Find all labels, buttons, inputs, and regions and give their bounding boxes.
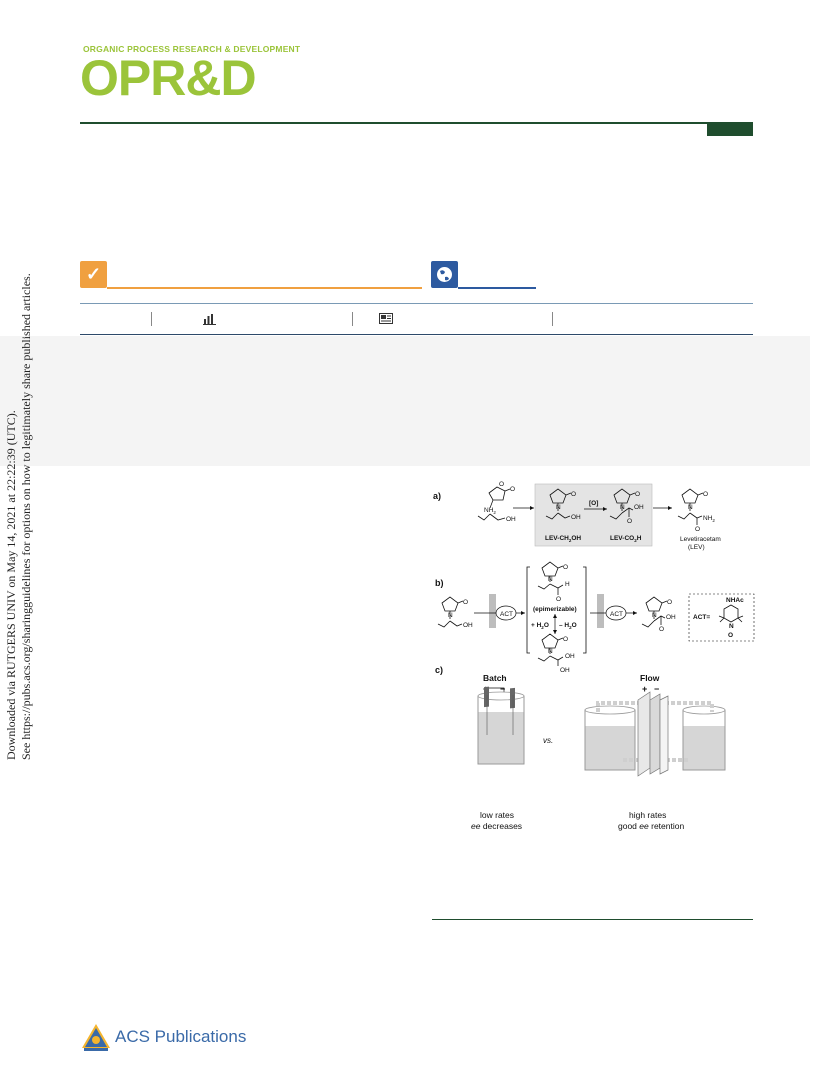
svg-text:N: N (448, 612, 453, 619)
metrics-top-rule (80, 303, 753, 304)
act-definition-box (688, 593, 755, 642)
download-notice-line2: See https://pubs.acs.org/sharingguidelin… (19, 273, 33, 760)
metrics-divider (151, 312, 152, 326)
lev-co2h-label: LEV-CO2H (610, 535, 642, 543)
metrics-divider (552, 312, 553, 326)
svg-text:N: N (729, 623, 734, 630)
metrics-icon[interactable] (203, 313, 216, 328)
svg-text:+: + (642, 684, 647, 694)
svg-text:N: N (548, 576, 553, 583)
acid-structure (641, 596, 668, 628)
figure-caption-rule (432, 919, 753, 920)
sm-oh: OH (506, 516, 516, 523)
flow-line2: good ee retention (618, 821, 684, 831)
panel-b-label: b) (435, 578, 444, 588)
download-notice-line1: Downloaded via RUTGERS UNIV on May 14, 2… (4, 410, 18, 760)
flow-title: Flow (640, 673, 660, 683)
batch-line2: ee decreases (471, 821, 522, 831)
tempo-structure (718, 604, 744, 623)
svg-text:O: O (563, 636, 568, 643)
svg-text:O: O (728, 632, 733, 639)
lev-ch2oh-label: LEV-CH2OH (545, 535, 581, 543)
header-rule (80, 122, 753, 124)
levetiracetam-structure (677, 488, 704, 525)
svg-text:O: O (463, 599, 468, 606)
flow-line1: high rates (629, 810, 666, 820)
scheme-figure: a) O O NH2 OH N O OH LEV-CH2OH [O] N O O… (430, 478, 760, 848)
lev-co2h-structure (609, 488, 636, 520)
svg-text:O: O (499, 481, 504, 488)
vs-label: vs. (543, 736, 553, 745)
sm-nh2: NH2 (484, 507, 496, 515)
levetiracetam-abbr: (LEV) (688, 544, 705, 551)
global-access-bar (458, 287, 536, 289)
svg-text:+ H2O: + H2O (531, 622, 549, 630)
open-access-check-icon[interactable]: ✓ (80, 261, 107, 288)
alcohol-structure (437, 596, 464, 628)
svg-text:OH: OH (463, 622, 473, 629)
acs-logo-icon[interactable] (80, 1022, 112, 1054)
article-type-tab (707, 122, 753, 136)
flow-setup: + − (584, 684, 726, 777)
act-catalyst-cycle (495, 605, 517, 621)
batch-line1: low rates (480, 810, 514, 820)
svg-text:O: O (556, 596, 561, 603)
svg-text:OH: OH (666, 614, 676, 621)
svg-text:NH2: NH2 (703, 515, 715, 523)
svg-text:– H2O: – H2O (559, 622, 577, 630)
svg-text:N: N (548, 648, 553, 655)
svg-text:O: O (510, 486, 515, 493)
lactone-structure (477, 486, 511, 521)
svg-text:N: N (688, 504, 693, 511)
publisher-name[interactable]: ACS Publications (115, 1027, 247, 1046)
svg-text:OH: OH (560, 667, 570, 674)
abstract-panel (0, 336, 810, 466)
panel-a-label: a) (433, 491, 441, 501)
aldehyde-structure (537, 561, 564, 595)
svg-text:ACT: ACT (610, 611, 623, 618)
svg-text:O: O (659, 626, 664, 633)
hydrate-structure (537, 633, 564, 666)
epimerizable-label: (epimerizable) (533, 606, 577, 613)
svg-text:O: O (627, 518, 632, 525)
svg-text:−: − (654, 684, 659, 694)
svg-text:O: O (695, 526, 700, 533)
svg-text:−: − (500, 684, 505, 694)
svg-text:OH: OH (634, 504, 644, 511)
svg-text:N: N (652, 612, 657, 619)
svg-text:O: O (667, 599, 672, 606)
article-recommendations-icon[interactable] (379, 313, 393, 327)
svg-text:O: O (563, 564, 568, 571)
svg-text:O: O (635, 491, 640, 498)
journal-logo[interactable]: OPR&D (80, 50, 257, 106)
svg-text:ACT: ACT (500, 611, 513, 618)
batch-beaker: + − (477, 684, 525, 765)
levetiracetam-label: Levetiracetam (680, 536, 721, 543)
svg-text:N: N (556, 504, 561, 511)
svg-text:OH: OH (565, 653, 575, 660)
metrics-divider (352, 312, 353, 326)
metrics-bottom-rule (80, 334, 753, 335)
svg-text:OH: OH (571, 514, 581, 521)
journal-subtitle: ORGANIC PROCESS RESEARCH & DEVELOPMENT (83, 44, 301, 54)
electrode (489, 594, 496, 628)
svg-text:O: O (703, 491, 708, 498)
oxidation-reagent: [O] (589, 500, 598, 507)
svg-text:N: N (620, 504, 625, 511)
batch-title: Batch (483, 673, 507, 683)
globe-icon[interactable] (431, 261, 458, 288)
lev-ch2oh-structure (545, 488, 572, 520)
open-access-bar (107, 287, 422, 289)
panel-c-label: c) (435, 665, 443, 675)
svg-text:NHAc: NHAc (726, 597, 744, 604)
svg-text:H: H (565, 581, 570, 588)
svg-text:ACT=: ACT= (693, 614, 710, 621)
svg-text:O: O (571, 491, 576, 498)
download-notice: Downloaded via RUTGERS UNIV on May 14, 2… (4, 273, 38, 760)
